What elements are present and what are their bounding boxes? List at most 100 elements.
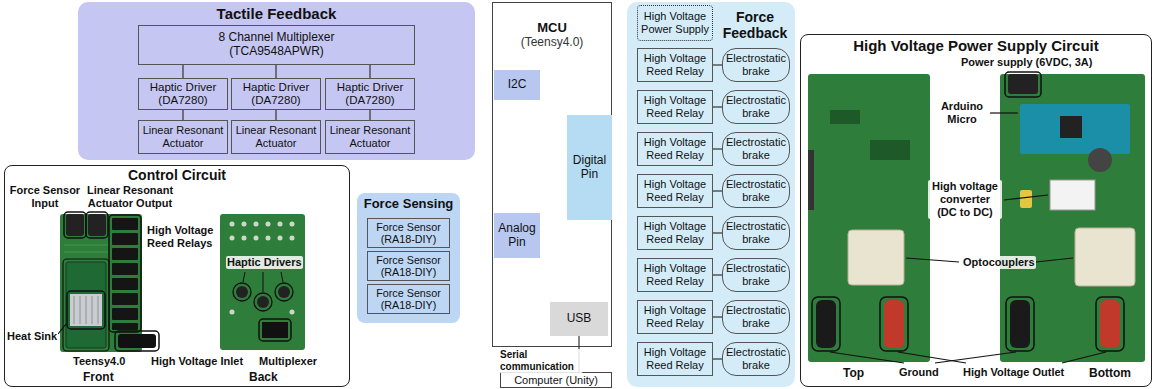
feedback-panel: Tactile Feedback8 Channel Multiplexer(TC… [78, 2, 475, 160]
back-board [254, 222, 259, 227]
part-label: Force Sensor Input [8, 184, 82, 210]
node-text: Electrostatic brake [726, 94, 786, 119]
node-text: High Voltage Reed Relay [641, 304, 709, 329]
back-board [290, 310, 295, 315]
front-board [64, 245, 108, 246]
node-text: High Voltage Reed Relay [641, 220, 709, 245]
hv-top-board [870, 140, 910, 160]
hv-top-board [808, 150, 814, 210]
part-label: Optocouplers [962, 256, 1036, 269]
node-text: (DA7280) [329, 94, 411, 107]
back-board [262, 322, 288, 338]
back-board [230, 310, 235, 315]
node-text: Force Sensor [371, 287, 446, 299]
front-board [86, 212, 108, 238]
part-label: Linear Resonant Actuator Output [84, 184, 176, 210]
node-text: High Voltage Reed Relay [641, 52, 709, 77]
part-label: Front [82, 370, 115, 384]
panel-title: Force Sensing [357, 197, 460, 212]
back-board [278, 236, 283, 241]
node-text: (TCA9548APWR) [142, 45, 411, 59]
front-board [112, 263, 138, 275]
back-board [220, 214, 305, 350]
front-board [98, 296, 99, 324]
front-board [112, 218, 138, 230]
front-board [118, 334, 156, 348]
part-label: Back [248, 370, 279, 384]
relay-box: High Voltage Reed Relay [637, 132, 713, 166]
front-board [66, 214, 84, 236]
driver-box: Haptic Driver(DA7280) [231, 78, 321, 110]
hv-top-board [880, 297, 908, 351]
hv-bottom-board [1005, 72, 1041, 97]
back-board [233, 283, 251, 301]
front-board [67, 291, 105, 329]
back-board [254, 293, 272, 311]
node-text: Electrostatic brake [726, 220, 786, 245]
node-text: Electrostatic brake [726, 136, 786, 161]
front-board [112, 248, 138, 260]
back-board [290, 222, 295, 227]
panel-title: High Voltage Power Supply Circuit [801, 37, 1151, 54]
back-board [263, 272, 264, 292]
relay-box: High Voltage Reed Relay [637, 342, 713, 376]
part-label: Teensy4.0 [72, 355, 126, 368]
leader-line [898, 352, 966, 363]
back-board [242, 222, 247, 227]
back-board [266, 222, 271, 227]
leader-line [1004, 195, 1048, 200]
node-text: USB [553, 312, 605, 326]
node-text: High Voltage Reed Relay [641, 346, 709, 371]
node-text: High Voltage Reed Relay [641, 262, 709, 287]
hv-bottom-board [1000, 72, 1145, 362]
pin-box: Digital Pin [567, 115, 612, 220]
front-board [92, 296, 93, 324]
leader-line [906, 258, 959, 262]
back-board [278, 286, 290, 298]
hv-bottom-board [1100, 300, 1120, 348]
hv-bottom-board [1008, 74, 1038, 94]
front-board [58, 212, 159, 352]
back-board [278, 222, 283, 227]
back-board [254, 236, 259, 241]
part-label: High Voltage Inlet [150, 355, 244, 368]
relay-box: High Voltage Reed Relay [637, 216, 713, 250]
front-board [63, 259, 109, 351]
brake-box: Electrostatic brake [722, 132, 790, 166]
back-board [257, 296, 269, 308]
back-board [236, 286, 248, 298]
brake-box: Electrostatic brake [722, 48, 790, 82]
panel-title: MCU [493, 21, 611, 36]
port-box: USB [550, 302, 608, 336]
node-text: (RA18-DIY) [371, 233, 446, 245]
relay-box: High Voltage Reed Relay [637, 48, 713, 82]
hv-top-board [816, 300, 836, 348]
panel-title: Tactile Feedback [78, 5, 475, 22]
hv-bottom-board [1020, 104, 1130, 154]
hv-bottom-board [1060, 116, 1082, 138]
actuator-box: Linear Resonant Actuator [325, 120, 415, 154]
node-text: High Voltage Power Supply [641, 10, 709, 35]
node-text: High Voltage Reed Relay [641, 94, 709, 119]
hv-bottom-board [1075, 228, 1135, 286]
brake-box: Electrostatic brake [722, 300, 790, 334]
leader-line [830, 352, 904, 363]
node-text: Electrostatic brake [726, 262, 786, 287]
sensor-box: Force Sensor(RA18-DIY) [367, 218, 450, 248]
front-board [66, 262, 106, 348]
node-text: (DA7280) [142, 94, 224, 107]
driver-box: Haptic Driver(DA7280) [325, 78, 415, 110]
part-label: Arduino Micro [936, 100, 988, 126]
node-text: (RA18-DIY) [371, 266, 446, 278]
back-board [220, 214, 305, 350]
relay-box: High Voltage Reed Relay [637, 90, 713, 124]
hv-top-board [812, 297, 840, 351]
hv-bottom-board [1096, 297, 1124, 351]
node-text: Haptic Driver [329, 81, 411, 94]
panel-title: (Teensy4.0) [493, 36, 611, 50]
brake-box: Electrostatic brake [722, 216, 790, 250]
part-label: Power supply (6VDC, 3A) [960, 56, 1093, 69]
pin-box: I2C [494, 70, 540, 100]
front-board [112, 293, 138, 305]
hv-top-board [884, 300, 904, 348]
